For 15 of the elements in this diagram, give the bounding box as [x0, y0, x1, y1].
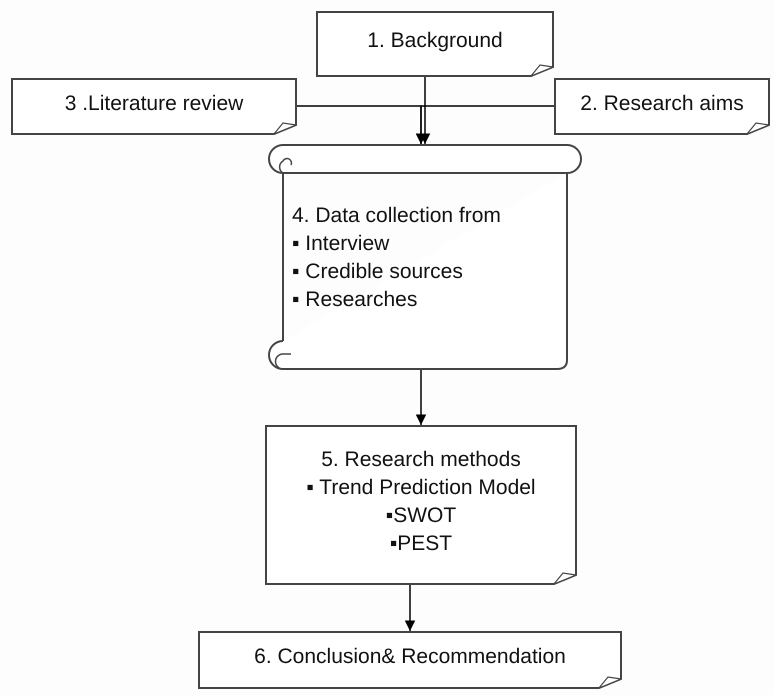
node-heading: 1. Background: [367, 28, 503, 54]
list-item: ▪ Researches: [292, 287, 418, 313]
list-item: ▪SWOT: [386, 503, 456, 529]
node-heading: 3 .Literature review: [64, 90, 244, 116]
node-heading: 4. Data collection from: [292, 203, 501, 229]
list-item: ▪PEST: [390, 531, 452, 557]
node-heading: 5. Research methods: [321, 447, 521, 473]
arrow: [404, 585, 416, 631]
list-item: ▪ Trend Prediction Model: [306, 475, 536, 501]
arrow: [416, 370, 426, 425]
node-heading: 6. Conclusion& Recommendation: [254, 644, 566, 670]
arrow: [416, 105, 554, 144]
node-heading: 2. Research aims: [580, 90, 744, 116]
list-item: ▪ Interview: [292, 231, 390, 257]
list-item: ▪ Credible sources: [292, 259, 463, 285]
